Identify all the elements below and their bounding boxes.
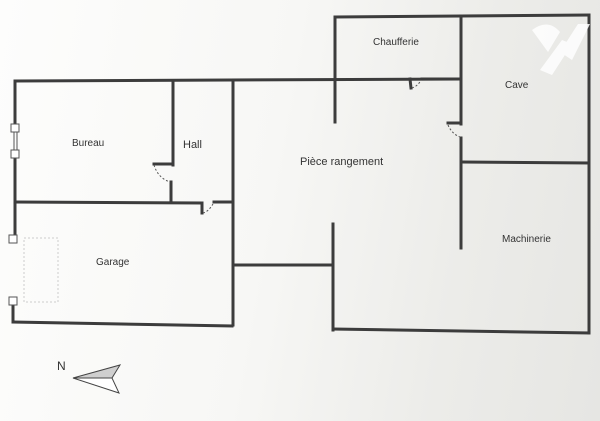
door-arc-bureau [153,164,171,183]
door-arc-chaufferie [411,79,422,89]
window-jamb [10,123,20,133]
window-jamb [10,149,20,159]
door-swings [153,79,461,214]
room-label-garage: Garage [96,257,130,268]
walls [11,13,591,335]
watermark-logo [532,24,590,75]
door-arc-cave [447,124,461,138]
room-label-chaufferie: Chaufferie [373,37,419,48]
door-arc-garage [202,203,214,214]
north-label: N [57,359,66,373]
north-arrow-icon [72,364,122,394]
room-label-machinerie: Machinerie [502,234,551,245]
room-label-bureau: Bureau [72,138,105,149]
room-label-hall: Hall [183,139,202,151]
window-jamb [8,296,18,306]
room-label-cave: Cave [505,80,529,91]
garage-door-outline [23,237,59,303]
windows [8,123,20,306]
window-jamb [8,234,18,244]
room-label-piece-rangement: Pièce rangement [300,156,384,168]
